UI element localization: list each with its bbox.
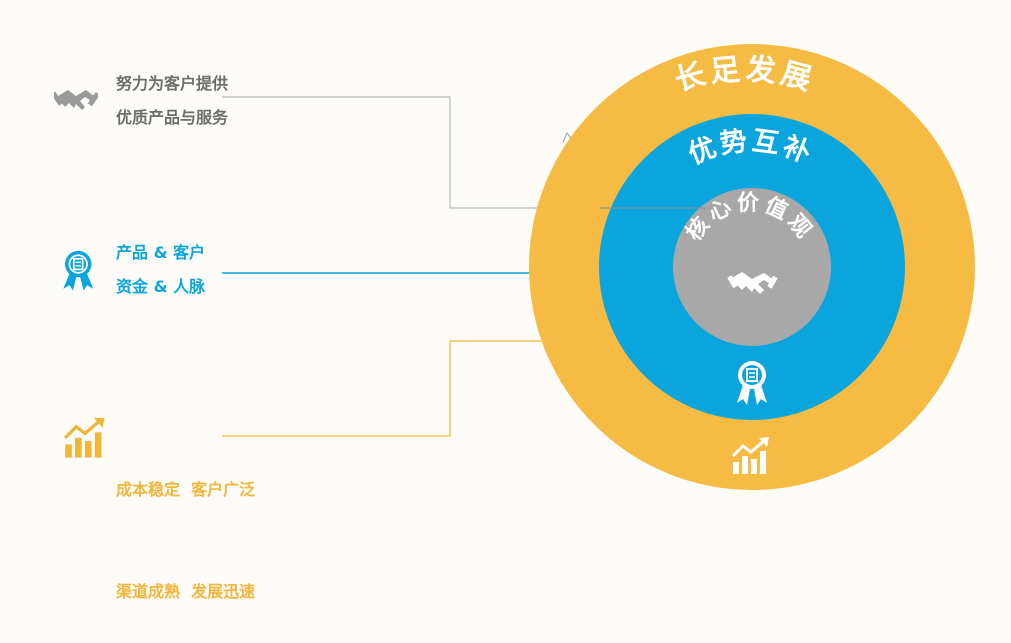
legend-item-3-line-1: 成本稳定 客户广泛 [116,480,256,499]
legend-item-3-text: 成本稳定 客户广泛 渠道成熟 发展迅速 [116,405,255,643]
legend-item-1-line-2: 优质产品与服务 [116,108,229,127]
small-tick-mark [562,132,572,143]
handshake-icon [54,90,98,110]
growth-chart-icon [731,437,769,474]
growth-chart-icon [64,418,105,458]
concentric-diagram: 长足发展 优势互补 核心价值观 [222,44,975,490]
award-ribbon-icon [63,250,94,291]
legend-item-2-text: 产品 & 客户 资金 & 人脉 [116,236,205,304]
legend-item-2-line-2: 资金 & 人脉 [116,277,206,296]
award-ribbon-icon [737,361,767,405]
inner-circle [673,188,831,346]
handshake-icon [727,272,778,294]
legend-item-1-line-1: 努力为客户提供 [116,74,229,93]
legend-item-1-text: 努力为客户提供 优质产品与服务 [116,67,228,135]
legend-item-2-line-1: 产品 & 客户 [116,243,206,262]
legend-item-3-line-2: 渠道成熟 发展迅速 [116,582,256,601]
connector-line-gold [222,340,545,437]
